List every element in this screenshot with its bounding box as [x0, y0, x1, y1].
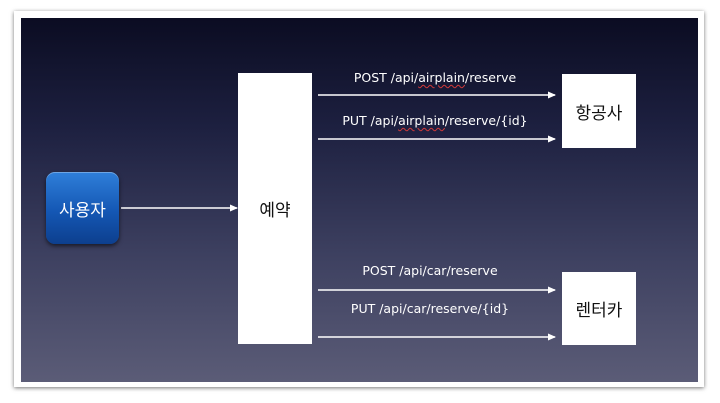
arrows-layer: [121, 91, 556, 341]
edge-label-car-post: POST /api/car/reserve: [362, 263, 498, 278]
airline-node-label: 항공사: [575, 103, 623, 124]
reservation-node: 예약: [238, 73, 312, 344]
edge-label-car-put: PUT /api/car/reserve/{id}: [350, 301, 510, 316]
edge-label-airline-post-prefix: POST /api/: [353, 70, 419, 85]
edge-label-airline-put-word: airplain: [398, 113, 445, 128]
user-node: 사용자: [46, 172, 119, 244]
edge-label-airline-put-prefix: PUT /api/: [342, 113, 399, 128]
edge-label-airline-post-suffix: /reserve: [464, 70, 517, 85]
edge-label-airline-post-word: airplain: [418, 70, 465, 85]
airline-node: 항공사: [562, 74, 636, 148]
reservation-node-label: 예약: [259, 201, 291, 221]
diagram-canvas: 사용자 예약 항공사 렌터카 POST /api/airplain/reserv…: [21, 18, 698, 382]
edge-label-airline-put-suffix: /reserve/{id}: [444, 113, 528, 128]
rental-node-label: 렌터카: [575, 301, 623, 321]
edge-label-airline-put: PUT /api/airplain/reserve/{id}: [342, 113, 527, 128]
user-node-label: 사용자: [59, 200, 106, 221]
rental-node: 렌터카: [562, 272, 636, 345]
edge-label-airline-post: POST /api/airplain/reserve: [354, 70, 516, 85]
